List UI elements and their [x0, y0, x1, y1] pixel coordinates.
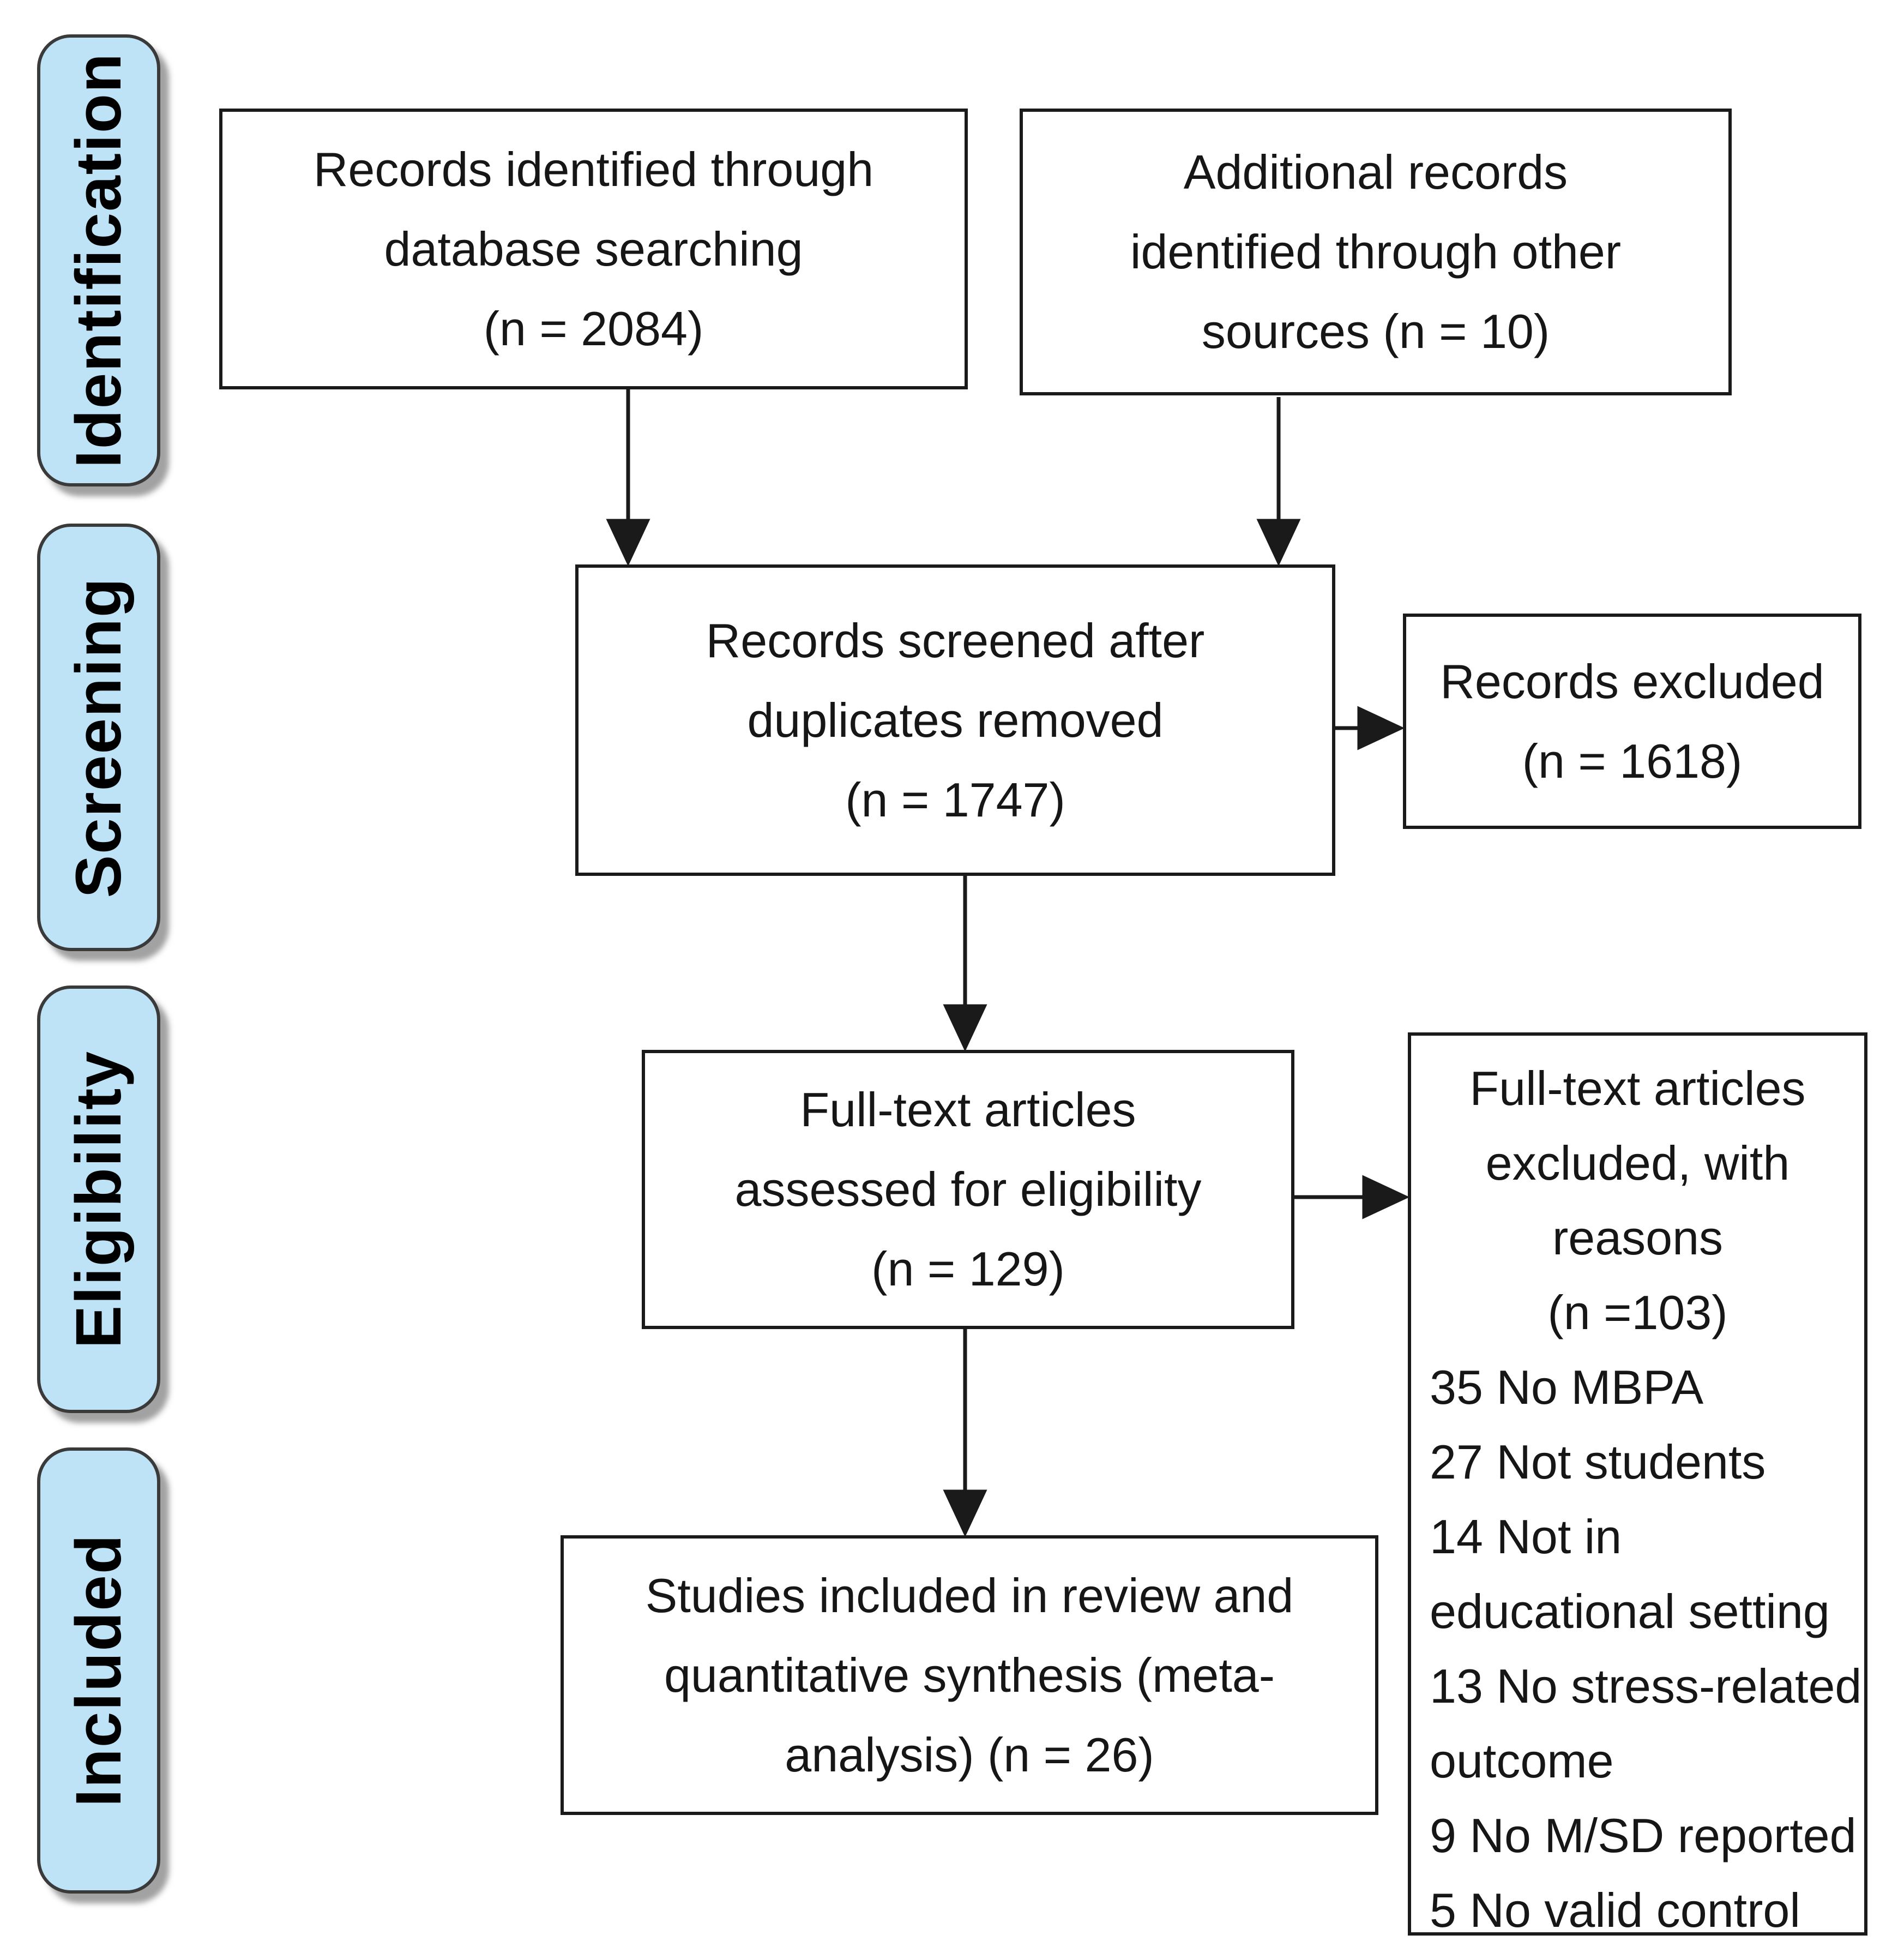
box-line: (n = 2084): [483, 301, 704, 356]
stage-label-screening: Screening: [63, 576, 135, 898]
box-line: (n = 1618): [1522, 734, 1743, 788]
box-line: Records screened after: [706, 613, 1205, 668]
exclusion-reason: 5 No valid control: [1430, 1883, 1800, 1937]
stage-identification: Identification: [37, 34, 160, 486]
stage-label-eligibility: Eligibility: [63, 1050, 135, 1349]
box-studies-included: Studies included in review and quantitat…: [561, 1535, 1378, 1815]
box-records-screened: Records screened after duplicates remove…: [575, 564, 1335, 876]
box-line: Records excluded: [1440, 654, 1824, 708]
box-records-excluded: Records excluded (n = 1618): [1403, 614, 1861, 829]
exclusion-reason: 35 No MBPA: [1430, 1360, 1704, 1414]
box-records-identified: Records identified through database sear…: [219, 109, 968, 389]
stage-included: Included: [37, 1447, 160, 1894]
box-line: Full-text articles: [1469, 1061, 1806, 1115]
box-line: assessed for eligibility: [734, 1162, 1202, 1216]
box-line: (n = 1747): [845, 772, 1065, 827]
arrow-fulltext-to-reasons-head: [1362, 1175, 1410, 1219]
box-line: excluded, with: [1485, 1136, 1790, 1190]
box-line: database searching: [384, 221, 803, 276]
box-line: Full-text articles: [800, 1083, 1136, 1137]
arrow-additional-to-screened-head: [1256, 519, 1301, 567]
exclusion-reason: outcome: [1430, 1734, 1614, 1788]
arrow-fulltext-to-included-head: [943, 1489, 987, 1537]
arrow-screened-to-fulltext-head: [943, 1004, 987, 1052]
box-line: quantitative synthesis (meta-: [664, 1648, 1275, 1702]
box-fulltext-assessed: Full-text articles assessed for eligibil…: [642, 1050, 1294, 1329]
box-line: analysis) (n = 26): [785, 1727, 1154, 1782]
stage-screening: Screening: [37, 524, 160, 951]
box-line: (n = 129): [871, 1242, 1065, 1296]
box-line: duplicates removed: [747, 693, 1164, 747]
arrow-screened-to-excluded-head: [1357, 706, 1405, 750]
stage-label-included: Included: [63, 1534, 135, 1807]
exclusion-reason: educational setting: [1430, 1584, 1830, 1638]
box-line: identified through other: [1130, 225, 1622, 279]
box-line: Additional records: [1183, 145, 1568, 199]
box-line: reasons: [1552, 1211, 1724, 1265]
exclusion-reason: 9 No M/SD reported: [1430, 1808, 1857, 1862]
exclusion-reason: 14 Not in: [1430, 1510, 1622, 1564]
box-fulltext-excluded: Full-text articles excluded, with reason…: [1408, 1032, 1867, 1937]
box-line: (n =103): [1547, 1285, 1728, 1339]
box-line: Records identified through: [313, 142, 874, 196]
stage-label-identification: Identification: [63, 52, 135, 468]
box-additional-records: Additional records identified through ot…: [1020, 109, 1732, 395]
arrow-database-to-screened-head: [606, 519, 650, 567]
stage-eligibility: Eligibility: [37, 985, 160, 1413]
box-line: sources (n = 10): [1201, 304, 1550, 358]
box-line: Studies included in review and: [645, 1568, 1294, 1623]
exclusion-reason: 13 No stress-related: [1430, 1659, 1862, 1713]
exclusion-reason: 27 Not students: [1430, 1435, 1766, 1489]
